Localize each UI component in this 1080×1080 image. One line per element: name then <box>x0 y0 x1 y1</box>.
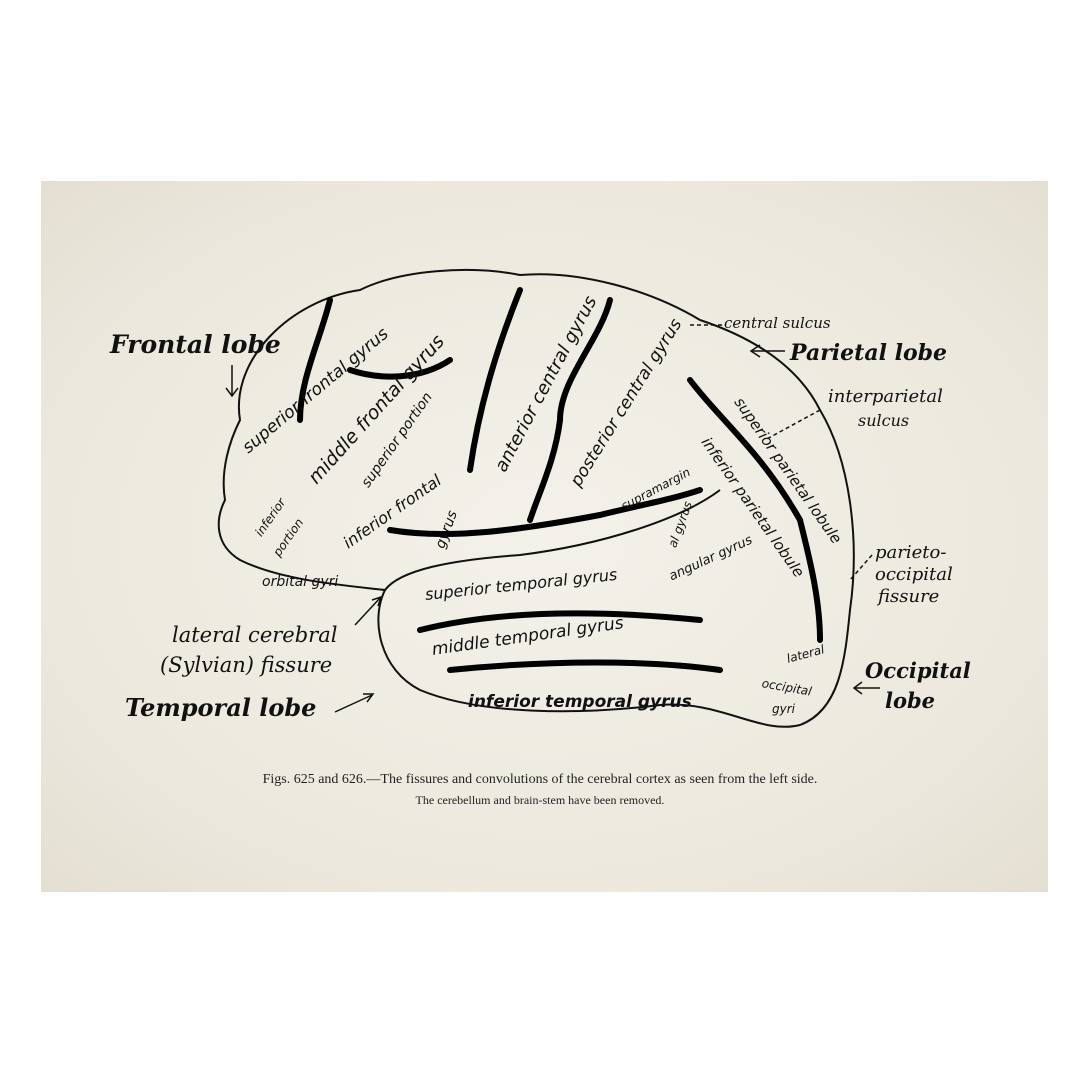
superior-frontal-sulcus <box>297 297 333 423</box>
parieto-occipital-label-3: fissure <box>878 586 940 607</box>
temporal-outline <box>384 489 721 591</box>
occipital-lobe-label-line1: Occipital <box>865 658 971 683</box>
interparietal-leader <box>764 409 821 441</box>
central-sulcus <box>527 297 613 523</box>
sylvian-label-1: lateral cerebral <box>172 623 338 647</box>
lateral-occipital-label-3: gyri <box>772 702 795 716</box>
parieto-occipital-leader <box>849 554 873 581</box>
parietal-arrow <box>749 344 785 358</box>
inferior-temporal-sulcus <box>447 659 723 673</box>
temporal-arrow <box>334 693 375 713</box>
superior-temporal-sulcus <box>417 610 703 633</box>
interparietal-sulcus-mark <box>687 377 823 643</box>
temporal-lobe-label: Temporal lobe <box>125 693 317 722</box>
parieto-occipital-label-1: parieto- <box>875 542 947 563</box>
interparietal-label-2: sulcus <box>858 411 910 430</box>
parieto-occipital-label-2: occipital <box>875 564 953 585</box>
interparietal-label-1: interparietal <box>828 386 943 407</box>
caption-line-2: The cerebellum and brain-stem have been … <box>415 793 665 807</box>
occipital-lobe-label-line2: lobe <box>885 688 936 713</box>
caption-line-1: Figs. 625 and 626.—The fissures and conv… <box>262 772 818 787</box>
frontal-lobe-label: Frontal lobe <box>110 330 281 359</box>
frontal-arrow <box>225 365 239 398</box>
sylvian-arrow <box>354 595 383 626</box>
brain-outline <box>217 269 855 728</box>
parietal-lobe-label: Parietal lobe <box>790 340 947 366</box>
precentral-sulcus <box>467 287 523 473</box>
paper-plate <box>41 181 1048 892</box>
sylvian-label-2: (Sylvian) fissure <box>160 653 333 677</box>
central-sulcus-label: central sulcus <box>724 314 831 332</box>
occipital-arrow <box>852 681 880 695</box>
inferior-temporal-gyrus-label: inferior temporal gyrus <box>468 692 692 712</box>
orbital-gyri-label: orbital gyri <box>262 574 339 590</box>
sylvian-fissure <box>387 487 703 538</box>
inferior-frontal-sulcus <box>347 357 453 380</box>
